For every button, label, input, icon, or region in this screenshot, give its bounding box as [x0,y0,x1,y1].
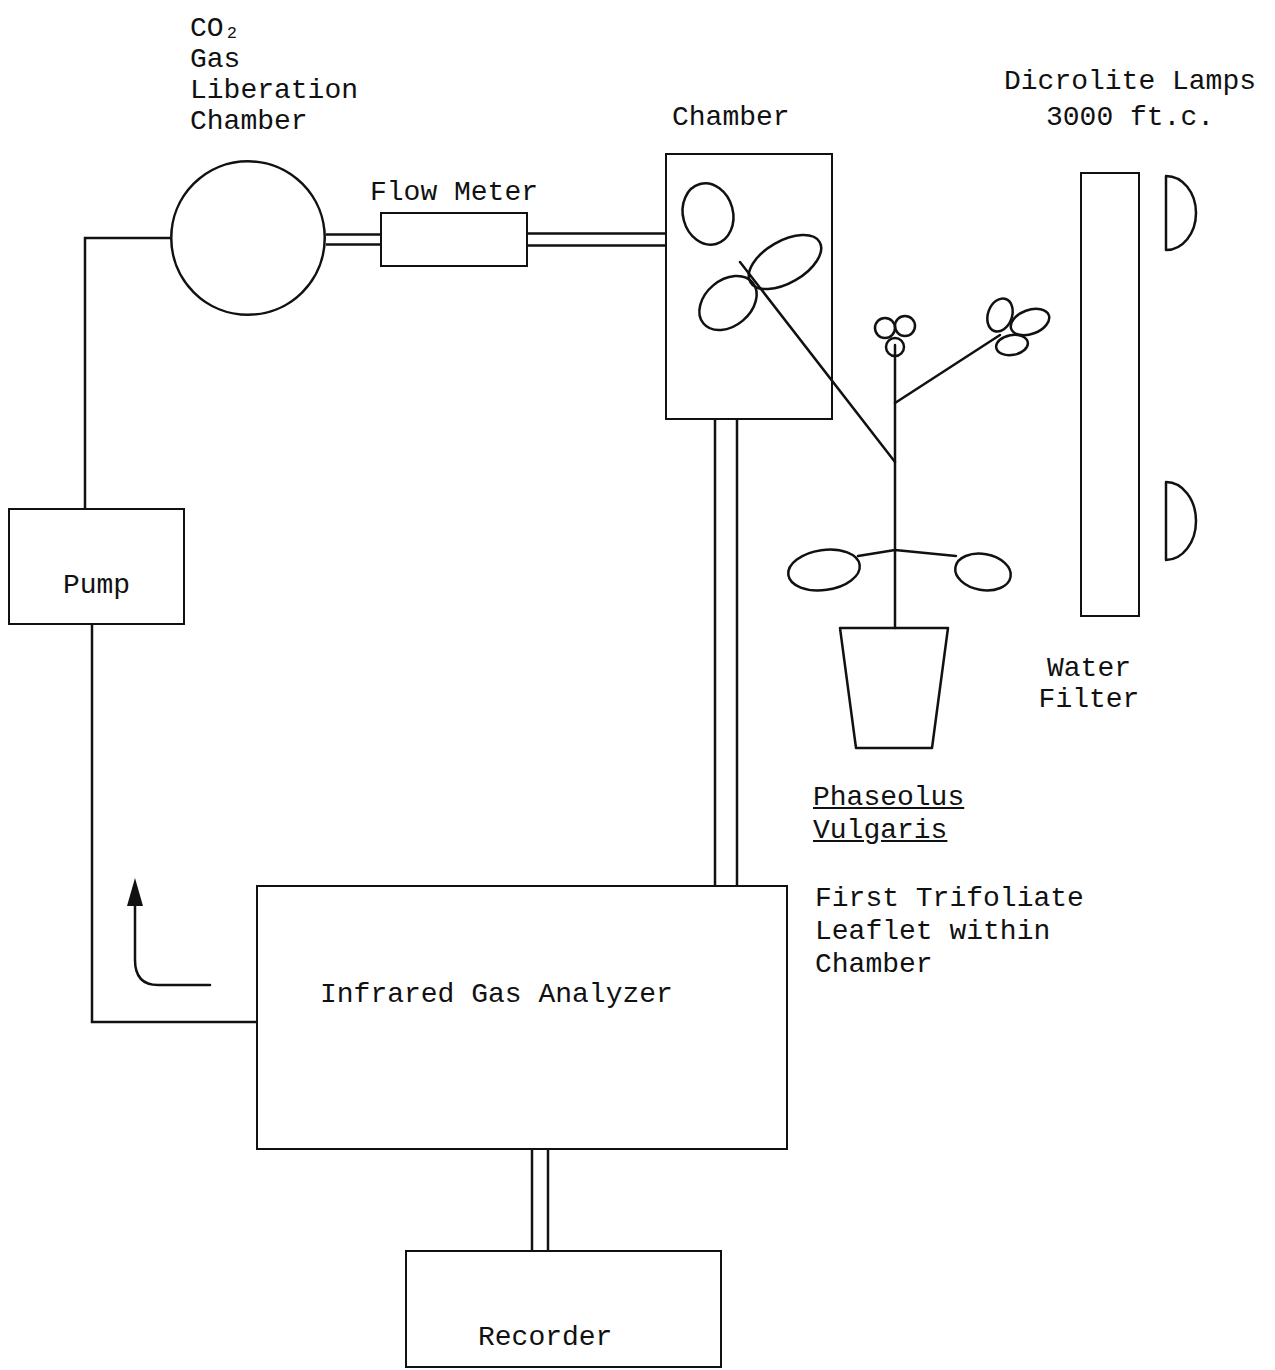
trifoliate-leaflet [995,332,1030,357]
plant-pot [840,628,948,748]
liberation-chamber: CO₂ Gas Liberation Chamber [170,160,326,316]
text-holder: Flow Meter [370,177,538,208]
node-label: Pump [63,570,130,601]
tube-connector [85,238,170,508]
flow-arrow [135,905,210,985]
node-label: Water Filter [1034,653,1144,715]
tube-connector [532,1150,548,1250]
leaf-petiole [740,262,895,462]
lamp-label: Dicrolite Lamps 3000 ft.c. [1000,64,1260,136]
trifoliate-leaflet [740,224,830,300]
pump-box: Pump [8,508,185,625]
trifoliate-leaflet [875,318,895,338]
node-label: Infrared Gas Analyzer [320,979,673,1010]
tube-connector [528,234,665,246]
note-label: First Trifoliate Leaflet within Chamber [815,882,1115,981]
tube-connector [92,625,256,1022]
trifoliate-leaflet [895,316,915,336]
text-holder: Chamber [672,102,790,133]
lamp-symbol [1166,176,1196,250]
trifoliate-leaflet [689,265,768,341]
gas-analyzer-box: Infrared Gas Analyzer [256,885,788,1150]
node-label: Flow Meter [370,177,538,208]
flow-meter: Flow Meter [380,212,528,267]
circle-outline [171,161,325,315]
trifoliate-leaflet [886,338,904,356]
trifoliate-leaflet [676,178,740,251]
node-label: Chamber [672,102,790,133]
text-holder: Infrared Gas Analyzer [320,979,673,1010]
flow-arrowhead [127,878,143,906]
text-holder: CO₂ Gas Liberation Chamber [190,13,370,137]
leaf-petiole [895,335,1000,403]
tube-connector [715,420,737,885]
species-label: Phaseolus Vulgaris [813,781,993,847]
text-holder: Pump [63,570,130,601]
node-label: CO₂ Gas Liberation Chamber [190,13,370,137]
primary-leaf [952,549,1013,594]
node-label: Recorder [478,1322,612,1353]
text-holder: Water Filter [1034,653,1144,715]
text-holder: Recorder [478,1322,612,1353]
label-holder: Dicrolite Lamps 3000 ft.c. [1000,64,1260,136]
water-filter: Water Filter [1080,172,1140,617]
label-holder: Phaseolus Vulgaris [813,781,993,847]
leaf-petiole [858,550,956,556]
circle-outline [170,160,326,316]
lamp-symbol [1166,482,1196,560]
leaf-chamber: Chamber [665,153,833,420]
recorder-box: Recorder [405,1250,722,1368]
primary-leaf [786,545,863,595]
tube-connector [326,235,380,245]
plant-stem [894,345,897,628]
label-holder: First Trifoliate Leaflet within Chamber [815,882,1115,981]
